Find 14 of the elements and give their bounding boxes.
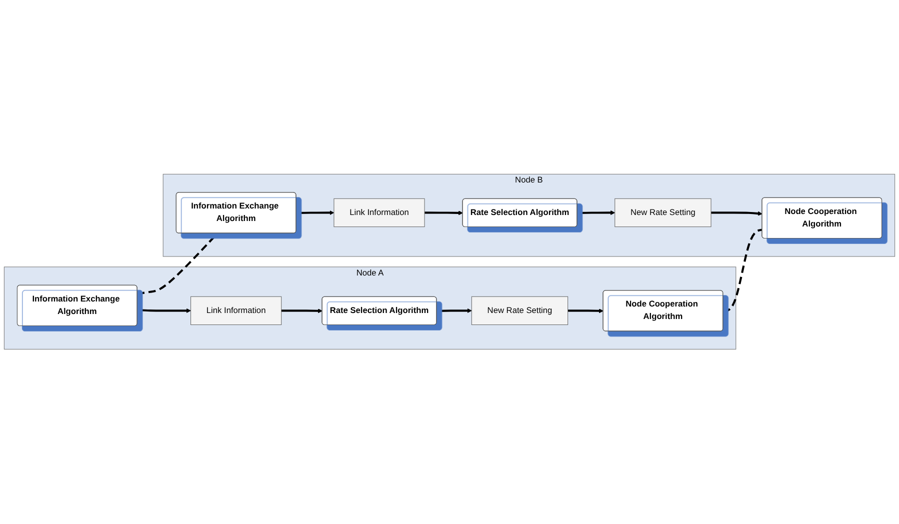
arrow bbox=[296, 210, 334, 216]
node-box: New Rate Setting bbox=[614, 198, 712, 228]
node-box: Link Information bbox=[190, 296, 282, 326]
arrow bbox=[568, 308, 604, 314]
arrow bbox=[137, 308, 191, 314]
connector bbox=[137, 232, 218, 296]
connector bbox=[723, 229, 762, 312]
arrow bbox=[281, 308, 322, 314]
arrow bbox=[424, 210, 463, 216]
arrow bbox=[577, 210, 616, 216]
node-box: New Rate Setting bbox=[471, 296, 568, 326]
arrow bbox=[436, 308, 472, 314]
node-box: Link Information bbox=[334, 198, 425, 228]
arrow bbox=[711, 212, 762, 216]
